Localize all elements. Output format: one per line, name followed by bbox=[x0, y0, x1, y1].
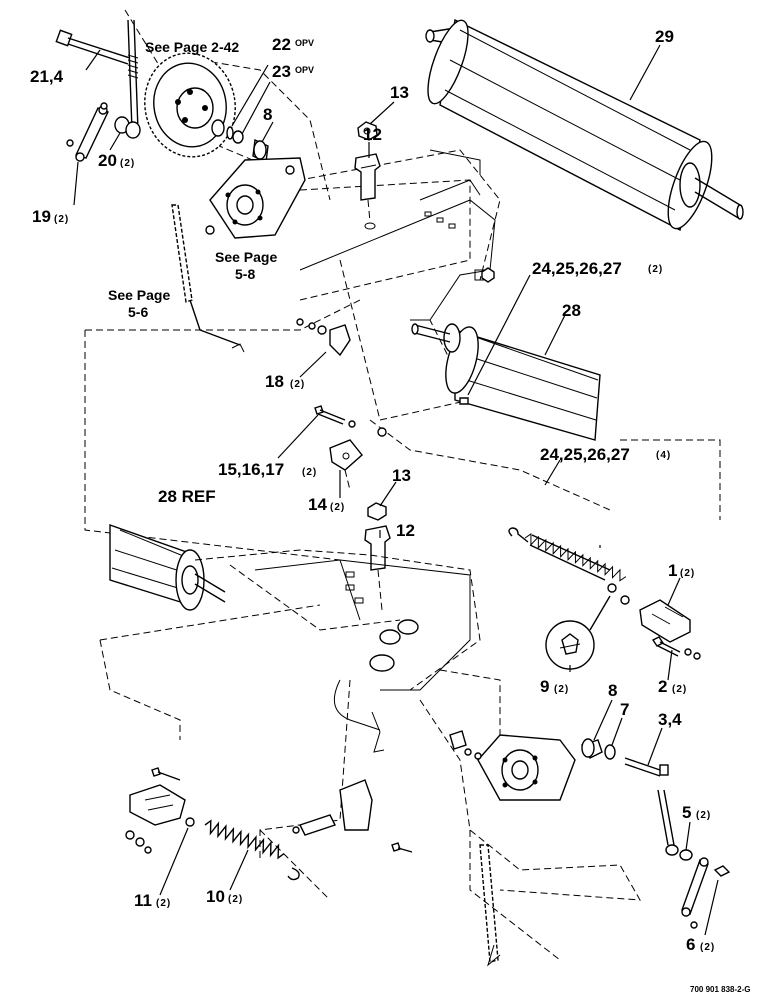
callout-5: 5 bbox=[682, 803, 691, 822]
callout-20: 20 bbox=[98, 151, 117, 170]
callout-19: 19 bbox=[32, 207, 51, 226]
lower-rod bbox=[657, 789, 693, 861]
pin-15 bbox=[314, 405, 387, 437]
bracket-11 bbox=[125, 767, 186, 854]
callout-24-lower: 24,25,26,27 bbox=[540, 445, 630, 464]
sprocket bbox=[144, 52, 236, 158]
link-19 bbox=[66, 102, 141, 162]
pivot-block bbox=[292, 679, 482, 853]
callout-2-qty: (2) bbox=[672, 684, 687, 695]
see-page-5-6-note-b: 5-6 bbox=[128, 304, 148, 320]
callout-13-lower: 13 bbox=[392, 466, 411, 485]
upper-tension-rod bbox=[127, 19, 139, 131]
callout-11-qty: (2) bbox=[156, 898, 171, 909]
see-page-5-8-note-b: 5-8 bbox=[235, 266, 255, 282]
callout-28: 28 bbox=[562, 301, 581, 320]
callout-24-upper: 24,25,26,27 bbox=[532, 259, 622, 278]
callout-10: 10 bbox=[206, 887, 225, 906]
roller-28 bbox=[411, 323, 601, 441]
bolt-2 bbox=[651, 636, 701, 660]
callout-22: 22 bbox=[272, 35, 291, 54]
callout-8-lower: 8 bbox=[608, 681, 617, 700]
callout-8-upper: 8 bbox=[263, 105, 272, 124]
callout-1: 1 bbox=[668, 561, 677, 580]
callout-13-upper: 13 bbox=[390, 83, 409, 102]
bushing-12-upper bbox=[354, 153, 381, 230]
leader-lines bbox=[73, 44, 719, 936]
callout-15-16-17: 15,16,17 bbox=[218, 460, 284, 479]
bolt-3 bbox=[624, 757, 669, 777]
bearing-plate-lower bbox=[477, 734, 576, 801]
see-page-5-8-note-a: See Page bbox=[215, 249, 277, 265]
callout-24-upper-qty: (2) bbox=[648, 264, 663, 275]
spring-end-detail bbox=[545, 595, 611, 670]
callout-21-4: 21,4 bbox=[30, 67, 64, 86]
callout-6: 6 bbox=[686, 935, 695, 954]
callout-15-qty: (2) bbox=[302, 467, 317, 478]
callout-23-opv: OPV bbox=[295, 65, 314, 75]
callout-14-qty: (2) bbox=[330, 502, 345, 513]
callout-1-qty: (2) bbox=[680, 568, 695, 579]
callout-5-qty: (2) bbox=[696, 810, 711, 821]
callout-labels: 29 22 OPV 23 OPV 21,4 13 8 12 20 (2) 19 … bbox=[30, 27, 715, 954]
callout-28-ref: 28 REF bbox=[158, 487, 216, 506]
callout-11: 11 bbox=[134, 891, 152, 910]
callout-18: 18 bbox=[265, 372, 284, 391]
bolt-24-upper bbox=[459, 267, 495, 405]
callout-7: 7 bbox=[620, 700, 629, 719]
callout-10-qty: (2) bbox=[228, 894, 243, 905]
see-page-2-42-note: See Page 2-42 bbox=[145, 39, 239, 55]
nut-13-upper bbox=[357, 121, 378, 141]
spring-10 bbox=[185, 817, 300, 881]
see-page-5-6-note-a: See Page bbox=[108, 287, 170, 303]
drawing-number: 700 901 838-2-G bbox=[690, 985, 751, 994]
callout-19-qty: (2) bbox=[54, 214, 69, 225]
callout-9-qty: (2) bbox=[554, 684, 569, 695]
bearing-stack-upper bbox=[211, 119, 269, 164]
callout-9: 9 bbox=[540, 677, 549, 696]
washer-7 bbox=[604, 744, 616, 760]
roller-29 bbox=[425, 18, 744, 232]
clip-18 bbox=[296, 318, 351, 357]
callout-18-qty: (2) bbox=[290, 379, 305, 390]
reference-notes: See Page 2-42 See Page 5-8 See Page 5-6 bbox=[108, 39, 277, 320]
bearing-plate-upper bbox=[205, 157, 306, 239]
callout-2: 2 bbox=[658, 677, 667, 696]
callout-20-qty: (2) bbox=[120, 158, 135, 169]
callout-14: 14 bbox=[308, 495, 327, 514]
bushing-8-lower bbox=[580, 738, 603, 759]
callout-12-upper: 12 bbox=[363, 125, 382, 144]
callout-6-qty: (2) bbox=[700, 942, 715, 953]
link-6 bbox=[681, 857, 731, 929]
callout-23: 23 bbox=[272, 62, 291, 81]
clamp-14 bbox=[329, 439, 363, 491]
bracket-1 bbox=[639, 599, 691, 643]
roller-28-ref bbox=[109, 524, 226, 611]
upper-frame-bracket bbox=[299, 149, 496, 321]
callout-12-lower: 12 bbox=[396, 521, 415, 540]
callout-3-4: 3,4 bbox=[658, 710, 682, 729]
bolt-21 bbox=[55, 29, 131, 65]
callout-29: 29 bbox=[655, 27, 674, 46]
bushing-12-lower bbox=[364, 525, 391, 611]
chain-tensioner-lower bbox=[479, 844, 501, 967]
chain-tensioner-upper bbox=[171, 204, 245, 353]
callout-24-lower-qty: (4) bbox=[656, 450, 671, 461]
spring-9 bbox=[508, 527, 630, 605]
callout-22-opv: OPV bbox=[295, 38, 314, 48]
nut-13-lower bbox=[367, 502, 387, 521]
